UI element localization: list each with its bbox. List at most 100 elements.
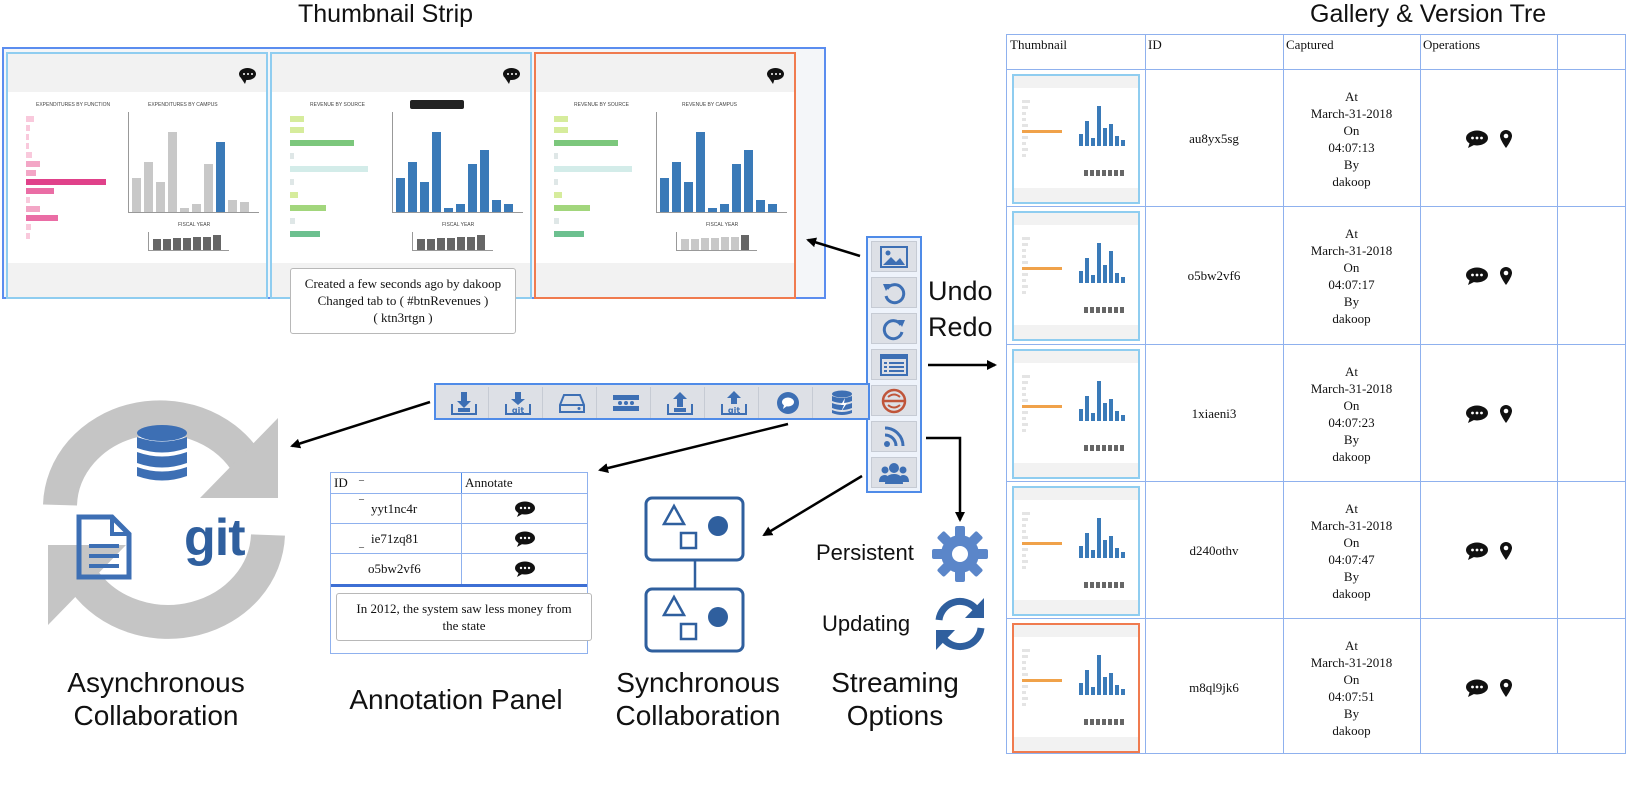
captured-date: March-31-2018 [1310, 242, 1393, 258]
annotation-row[interactable]: o5bw2vf6 [331, 553, 587, 584]
upload-git-button[interactable]: git [709, 387, 759, 418]
drive-icon [558, 393, 585, 413]
id-column-header: ID [1148, 37, 1162, 52]
database-icon [832, 390, 852, 415]
comment-icon[interactable] [503, 68, 520, 84]
captured-by: By [1343, 293, 1360, 309]
gallery-row[interactable]: m8ql9jk6 At March-31-2018 On 04:07:51 By… [1007, 618, 1626, 756]
comment-icon[interactable] [514, 501, 536, 517]
list-button[interactable] [871, 349, 917, 380]
version-id: m8ql9jk6 [1189, 679, 1239, 695]
label-line: Options [846, 700, 944, 731]
tooltip-line: Created a few seconds ago by dakoop [304, 276, 502, 291]
annotate-icon [776, 391, 799, 414]
chart-title: REVENUE BY SOURCE [574, 102, 629, 108]
annotation-note: In 2012, the system saw less money from … [336, 593, 592, 641]
map-marker-icon[interactable] [1499, 129, 1513, 149]
row-operations [1420, 345, 1557, 482]
map-marker-icon[interactable] [1499, 266, 1513, 286]
annotation-id: ie71zq81 [371, 531, 419, 546]
vertical-toolbar [866, 236, 922, 493]
list-icon [880, 353, 908, 376]
comment-icon[interactable] [239, 68, 256, 84]
annotation-row[interactable]: _ ie71zq81 [331, 523, 587, 554]
comment-icon[interactable] [514, 561, 536, 577]
row-operations [1420, 207, 1557, 344]
map-marker-icon[interactable] [1499, 678, 1513, 698]
captured-by: By [1343, 568, 1360, 584]
load-button[interactable] [601, 387, 651, 418]
gallery-row[interactable]: o5bw2vf6 At March-31-2018 On 04:07:17 By… [1007, 206, 1626, 344]
undo-icon [883, 282, 906, 304]
annotation-annotate-header: Annotate [465, 475, 513, 490]
gallery-row[interactable]: d240othv At March-31-2018 On 04:07:47 By… [1007, 481, 1626, 619]
captured-at: At [1345, 225, 1358, 241]
captured-user: dakoop [1332, 585, 1371, 601]
comment-icon[interactable] [1465, 542, 1489, 560]
strip-thumbnail-3[interactable]: REVENUE BY SOURCE REVENUE BY CAMPUS FISC… [534, 52, 796, 299]
save-local-button[interactable] [439, 387, 489, 418]
image-button[interactable] [871, 241, 917, 272]
streaming-options-label: Streaming Options [808, 666, 982, 732]
no-stream-icon [881, 388, 907, 413]
redo-button[interactable] [871, 313, 917, 344]
database-icon [137, 425, 187, 481]
comment-icon[interactable] [767, 68, 784, 84]
map-marker-icon[interactable] [1499, 541, 1513, 561]
updating-label: Updating [822, 611, 911, 636]
rss-button[interactable] [871, 421, 917, 452]
comment-icon[interactable] [514, 531, 536, 547]
gallery-thumbnail[interactable] [1012, 349, 1140, 479]
comment-icon[interactable] [1465, 679, 1489, 697]
captured-user: dakoop [1332, 173, 1371, 189]
label-line: Collaboration [73, 700, 239, 731]
save-git-button[interactable]: git [493, 387, 543, 418]
comment-icon[interactable] [1465, 267, 1489, 285]
gallery-thumbnail[interactable] [1012, 211, 1140, 341]
comment-icon[interactable] [1465, 405, 1489, 423]
comment-icon[interactable] [1465, 130, 1489, 148]
redo-icon [882, 318, 905, 340]
label-line: Streaming [831, 667, 959, 698]
image-icon [880, 245, 908, 268]
no-stream-button[interactable] [871, 385, 917, 416]
gallery-thumbnail[interactable] [1012, 74, 1140, 204]
captured-user: dakoop [1332, 448, 1371, 464]
load-icon [612, 394, 639, 411]
redo-label: Redo [928, 312, 993, 342]
row-operations [1420, 482, 1557, 619]
captured-user: dakoop [1332, 310, 1371, 326]
gallery-row[interactable]: au8yx5sg At March-31-2018 On 04:07:13 By… [1007, 69, 1626, 207]
annotation-panel-label: Annotation Panel [349, 684, 563, 715]
chart-axis-title: FISCAL YEAR [178, 222, 211, 228]
captured-at: At [1345, 637, 1358, 653]
async-collaboration-label: Asynchronous Collaboration [40, 666, 272, 732]
upload-local-button[interactable] [655, 387, 705, 418]
thumbnail-tooltip: Created a few seconds ago by dakoop Chan… [290, 268, 516, 334]
captured-on: On [1343, 397, 1360, 413]
annotation-id: yyt1nc4r [371, 501, 418, 516]
strip-thumbnail-1[interactable]: EXPENDITURES BY FUNCTION EXPENDITURES BY… [6, 52, 268, 299]
chart-axis-title: FISCAL YEAR [706, 222, 739, 228]
drive-button[interactable] [547, 387, 597, 418]
sync-collaboration-label: Synchronous Collaboration [598, 666, 798, 732]
undo-button[interactable] [871, 277, 917, 308]
note-line: the state [442, 618, 486, 633]
map-marker-icon[interactable] [1499, 404, 1513, 424]
users-button[interactable] [871, 457, 917, 488]
captured-by: By [1343, 156, 1360, 172]
version-id: o5bw2vf6 [1187, 267, 1241, 283]
annotation-row[interactable]: – yyt1nc4r [331, 493, 587, 524]
annotate-button[interactable] [763, 387, 813, 418]
gallery-row[interactable]: 1xiaeni3 At March-31-2018 On 04:07:23 By… [1007, 344, 1626, 482]
refresh-icon[interactable] [930, 596, 990, 652]
sort-indicator[interactable]: – [359, 475, 364, 486]
chart-title: REVENUE BY CAMPUS [682, 102, 737, 108]
gallery-thumbnail[interactable] [1012, 623, 1140, 753]
annotation-id: o5bw2vf6 [368, 561, 421, 576]
database-button[interactable] [817, 387, 867, 418]
gallery-thumbnail[interactable] [1012, 486, 1140, 616]
gear-icon[interactable] [930, 524, 990, 584]
version-id: au8yx5sg [1189, 130, 1239, 146]
